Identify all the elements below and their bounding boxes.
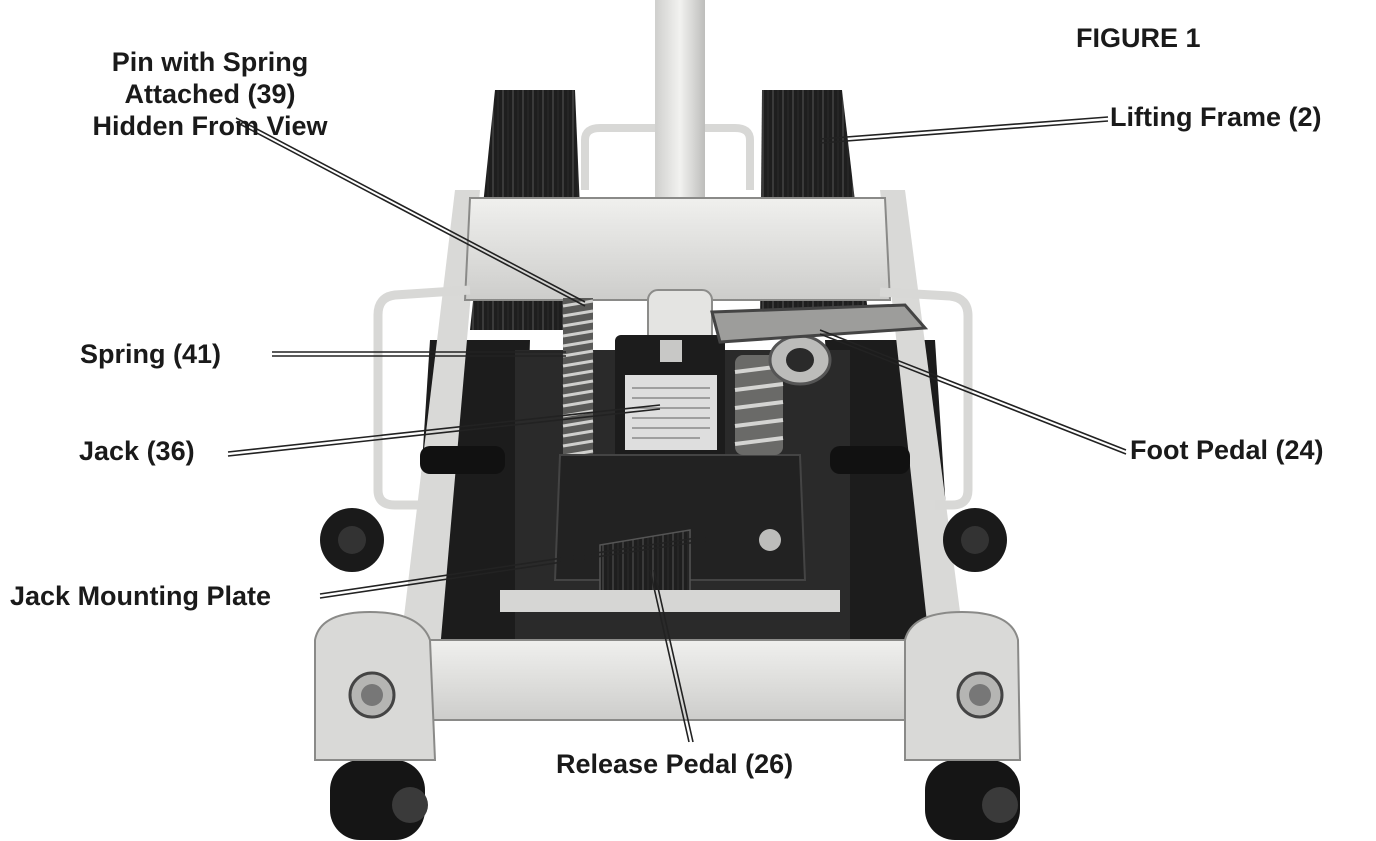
jack-ram [660,340,682,362]
leader-release-pedal [649,569,694,743]
leader-jack-mounting-plate [319,535,711,599]
callout-release-pedal: Release Pedal (26) [556,749,794,779]
roller-left [420,446,505,474]
side-frame-left [400,190,480,650]
roller-right [830,446,910,474]
spring-coil [562,298,594,474]
side-handle-right [879,287,973,510]
leader-pin [235,117,586,307]
figure-title: FIGURE 1 [1076,23,1201,53]
caster-right [904,610,1022,840]
callout-pin-line-3: Hidden From View [92,111,328,141]
cross-tube [463,197,892,301]
leader-spring [272,351,566,357]
callout-pin-line-2: Attached (39) [124,79,296,109]
callout-pin-line-1: Pin with Spring [111,47,309,77]
knob-right-icon [943,508,1007,572]
foot-pedal [710,303,929,344]
callout-spring: Spring (41) [80,339,222,369]
side-handle-left [373,285,471,510]
callout-foot-pedal: Foot Pedal (24) [1130,435,1324,465]
callout-pin-with-spring: Pin with Spring Attached (39) Hidden Fro… [60,46,360,142]
leader-jack [227,404,661,457]
callout-jack: Jack (36) [79,436,195,466]
leader-lifting-frame [819,116,1109,144]
leader-foot-pedal [819,329,1127,455]
callout-lifting-frame: Lifting Frame (2) [1110,102,1322,132]
rear-cross-bar [500,590,840,612]
callout-jack-mounting-plate: Jack Mounting Plate [10,581,272,611]
pump-socket-hole [786,348,814,372]
knob-left-icon [320,508,384,572]
mounting-bolt-icon [759,529,781,551]
caster-left [314,610,437,840]
